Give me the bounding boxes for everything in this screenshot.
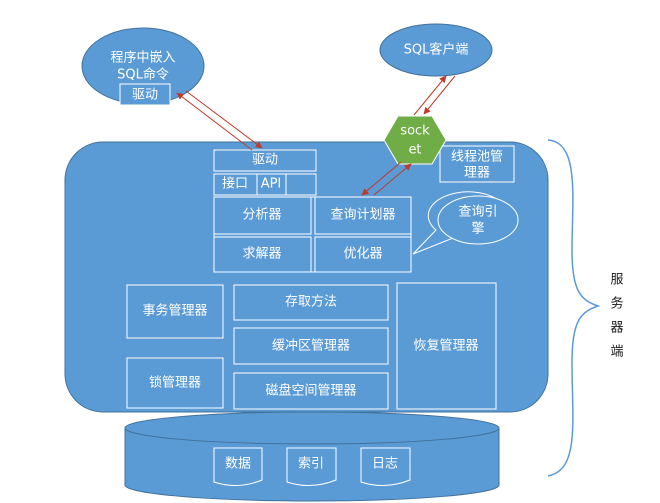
server-driver-box	[213, 149, 317, 172]
parser-box	[213, 196, 312, 235]
data-file-label: 数据	[225, 457, 251, 472]
transaction-manager-label: 事务管理器	[142, 303, 207, 319]
access-method-box	[233, 284, 389, 321]
arrow-socket-to-planner	[361, 161, 402, 196]
buffer-manager-label: 缓冲区管理器	[272, 339, 350, 354]
log-file: 日志	[360, 447, 411, 486]
solver-label: 求解器	[242, 247, 281, 262]
data-file: 数据	[213, 447, 263, 486]
socket-line1: sock	[400, 124, 430, 139]
lock-manager-label: 锁管理器	[149, 375, 201, 391]
optimizer-label: 优化器	[343, 247, 382, 262]
sql-client-ellipse	[379, 23, 493, 77]
sql-client-label: SQL客户端	[404, 42, 469, 58]
access-method-label: 存取方法	[285, 294, 337, 310]
log-file-label: 日志	[372, 457, 398, 472]
query-engine-line1: 查询引	[458, 205, 497, 220]
server-driver-label: 驱动	[252, 153, 278, 168]
recovery-manager-label: 恢复管理器	[413, 339, 478, 354]
server-side-char-2: 务	[610, 296, 623, 312]
recovery-manager-box	[396, 282, 497, 410]
query-planner-label: 查询计划器	[330, 208, 395, 223]
parser-label: 分析器	[242, 208, 281, 223]
socket-line2: et	[408, 143, 421, 158]
arrow-socket-to-client	[413, 75, 447, 116]
embedded-driver-box	[119, 83, 171, 106]
query-planner-box	[314, 196, 412, 235]
index-file: 索引	[286, 447, 337, 486]
query-engine-line2: 擎	[471, 222, 484, 237]
embedded-sql-line2: SQL命令	[117, 67, 169, 83]
server-side-brace	[547, 139, 601, 477]
embedded-sql-line1: 程序中嵌入	[110, 51, 175, 66]
arrow-embedded-to-driver	[185, 90, 263, 149]
arrow-planner-to-socket	[373, 163, 412, 196]
api-label: API	[261, 177, 282, 192]
thread-pool-manager-line2: 理器	[464, 166, 490, 181]
lock-manager-box	[126, 357, 224, 409]
disk-space-manager-box	[233, 372, 389, 410]
index-file-label: 索引	[298, 457, 324, 472]
transaction-manager-box	[126, 284, 224, 339]
thread-pool-manager-box	[439, 145, 515, 183]
arrow-client-to-socket	[423, 75, 456, 115]
embedded-driver-label: 驱动	[132, 88, 158, 103]
solver-box	[213, 236, 312, 273]
interface-spacer-box	[285, 173, 317, 196]
disk-space-manager-label: 磁盘空间管理器	[265, 383, 356, 399]
interface-label: 接口	[222, 176, 248, 192]
server-side-char-1: 服	[610, 273, 623, 288]
thread-pool-manager-line1: 线程池管	[451, 150, 503, 165]
optimizer-box	[314, 236, 412, 273]
server-side-char-3: 器	[610, 321, 623, 336]
server-side-char-4: 端	[610, 345, 623, 360]
buffer-manager-box	[233, 327, 389, 365]
arrow-driver-to-embedded	[176, 92, 253, 151]
socket-hexagon	[383, 115, 447, 165]
